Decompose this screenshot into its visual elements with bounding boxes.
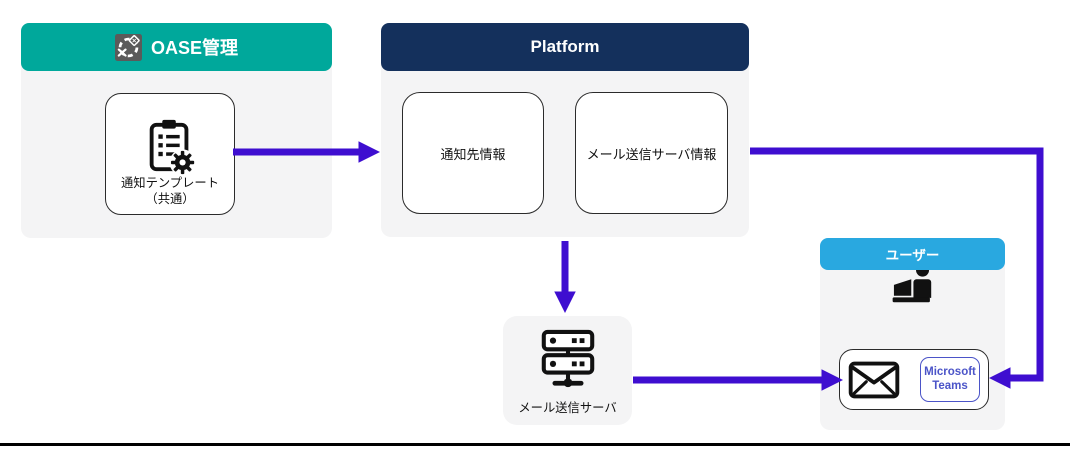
oase-panel-title: OASE管理 — [150, 38, 238, 58]
mail-client-box: Microsoft Teams — [839, 349, 989, 410]
notification-template-label: 通知テンプレート （共通） — [120, 176, 219, 206]
tools-gears-icon — [114, 33, 142, 61]
oase-panel-header: OASE管理 — [21, 23, 332, 71]
mail-server-node: メール送信サーバ — [503, 316, 632, 425]
bottom-rule — [0, 443, 1070, 446]
server-icon — [541, 329, 594, 388]
user-panel-title: ユーザー — [885, 248, 940, 263]
clipboard-gear-icon — [149, 120, 196, 176]
user-panel-header: ユーザー — [820, 238, 1005, 270]
envelope-icon — [848, 361, 900, 398]
oase-panel: OASE管理 — [21, 23, 332, 238]
mail-server-info-node: メール送信サーバ情報 — [575, 92, 728, 214]
notification-template-node: 通知テンプレート （共通） — [105, 93, 235, 215]
microsoft-teams-badge: Microsoft Teams — [920, 357, 980, 402]
platform-panel-title: Platform — [530, 37, 600, 56]
mail-server-label: メール送信サーバ — [518, 401, 617, 415]
notification-destination-node: 通知先情報 — [402, 92, 544, 214]
platform-panel-header: Platform — [381, 23, 749, 71]
user-panel: ユーザー Microsoft Teams — [820, 238, 1005, 430]
platform-panel: Platform 通知先情報 メール送信サーバ情報 — [381, 23, 749, 237]
